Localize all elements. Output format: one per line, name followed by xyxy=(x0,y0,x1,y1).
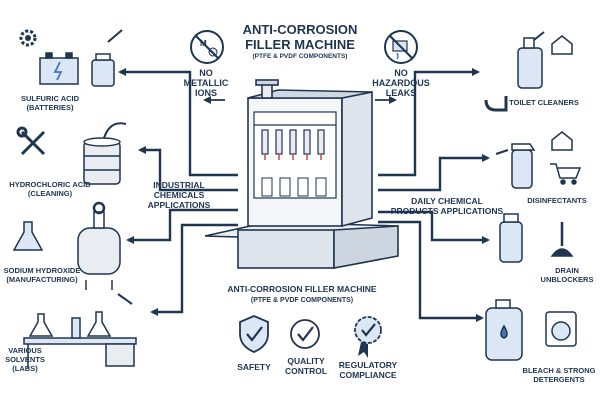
badge-no-hazardous-leaks: NO HAZARDOUS LEAKS xyxy=(372,68,430,98)
compliance-seal-icon xyxy=(354,316,382,358)
drain-cleaner-bottle-icon xyxy=(499,213,523,263)
label-sulfuric-acid: SULFURIC ACID (BATTERIES) xyxy=(20,94,80,112)
page-title: ANTI-CORROSION FILLER MACHINE (PTFE & PV… xyxy=(210,22,390,61)
quality-check-icon xyxy=(290,319,320,349)
arrow-to-sulfuric xyxy=(118,68,238,177)
footer-quality-control: QUALITY CONTROL xyxy=(284,356,328,376)
battery-icon xyxy=(39,52,79,85)
shopping-cart-icon xyxy=(550,163,582,185)
gear-icon-sulfuric xyxy=(19,29,37,47)
title-subtitle: (PTFE & PVDF COMPONENTS) xyxy=(252,53,348,60)
wrench-icon xyxy=(16,126,46,156)
badge-no-metallic-ions: NO METALLIC IONS xyxy=(183,68,229,98)
arrow-to-hydrochloric xyxy=(138,146,238,192)
toilet-cleaner-bottle-icon xyxy=(484,31,545,112)
daily-applications-label: DAILY CHEMICAL PRODUCTS APPLICATIONS xyxy=(390,196,504,216)
no-metallic-ions-icon: M xyxy=(190,30,224,64)
arrow-to-solvents xyxy=(150,223,238,316)
chemical-drum-icon xyxy=(83,122,127,185)
bleach-jug-icon xyxy=(485,299,523,361)
arrow-to-toilet-cleaners xyxy=(378,68,480,177)
arrow-to-bleach xyxy=(378,220,484,322)
label-hydrochloric-acid: HYDROCHLORIC ACID (CLEANING) xyxy=(9,180,91,198)
footer-safety: SAFETY xyxy=(237,362,271,372)
machine-caption: ANTI-CORROSION FILLER MACHINE xyxy=(227,284,377,294)
plunger-icon xyxy=(550,222,574,257)
house-icon-disinfectants xyxy=(551,131,573,151)
safety-shield-icon xyxy=(239,315,269,353)
washing-machine-icon xyxy=(545,311,577,347)
label-various-solvents: VARIOUS SOLVENTS (LABS) xyxy=(5,346,45,373)
arrow-to-drain-unblockers xyxy=(378,210,490,244)
spray-bottle-icon xyxy=(495,143,536,189)
industrial-applications-label: INDUSTRIAL CHEMICALS APPLICATIONS xyxy=(147,180,211,210)
label-bleach-detergents: BLEACH & STRONG DETERGENTS xyxy=(522,366,596,384)
title-line-1: ANTI-CORROSION xyxy=(242,22,358,37)
filler-machine-illustration xyxy=(204,79,399,269)
flask-icon xyxy=(12,221,44,251)
arrow-to-disinfectants xyxy=(378,154,490,192)
acid-jar-icon xyxy=(91,29,123,87)
arrow-to-sodium-hydroxide xyxy=(126,208,238,244)
machine-subcaption: (PTFE & PVDF COMPONENTS) xyxy=(250,297,354,304)
label-toilet-cleaners: TOILET CLEANERS xyxy=(509,98,579,107)
label-sodium-hydroxide: SODIUM HYDROXIDE (MANUFACTURING) xyxy=(3,266,81,284)
lab-bench-icon xyxy=(23,293,137,368)
connector-arrows xyxy=(118,68,490,322)
label-drain-unblockers: DRAIN UNBLOCKERS xyxy=(540,266,594,284)
label-disinfectants: DISINFECTANTS xyxy=(527,196,587,205)
house-icon-toilet xyxy=(551,35,573,55)
footer-regulatory-compliance: REGULATORY COMPLIANCE xyxy=(338,360,398,380)
reactor-vessel-icon xyxy=(77,201,121,290)
title-line-2: FILLER MACHINE xyxy=(245,37,355,52)
no-hazardous-leaks-icon xyxy=(384,30,418,64)
